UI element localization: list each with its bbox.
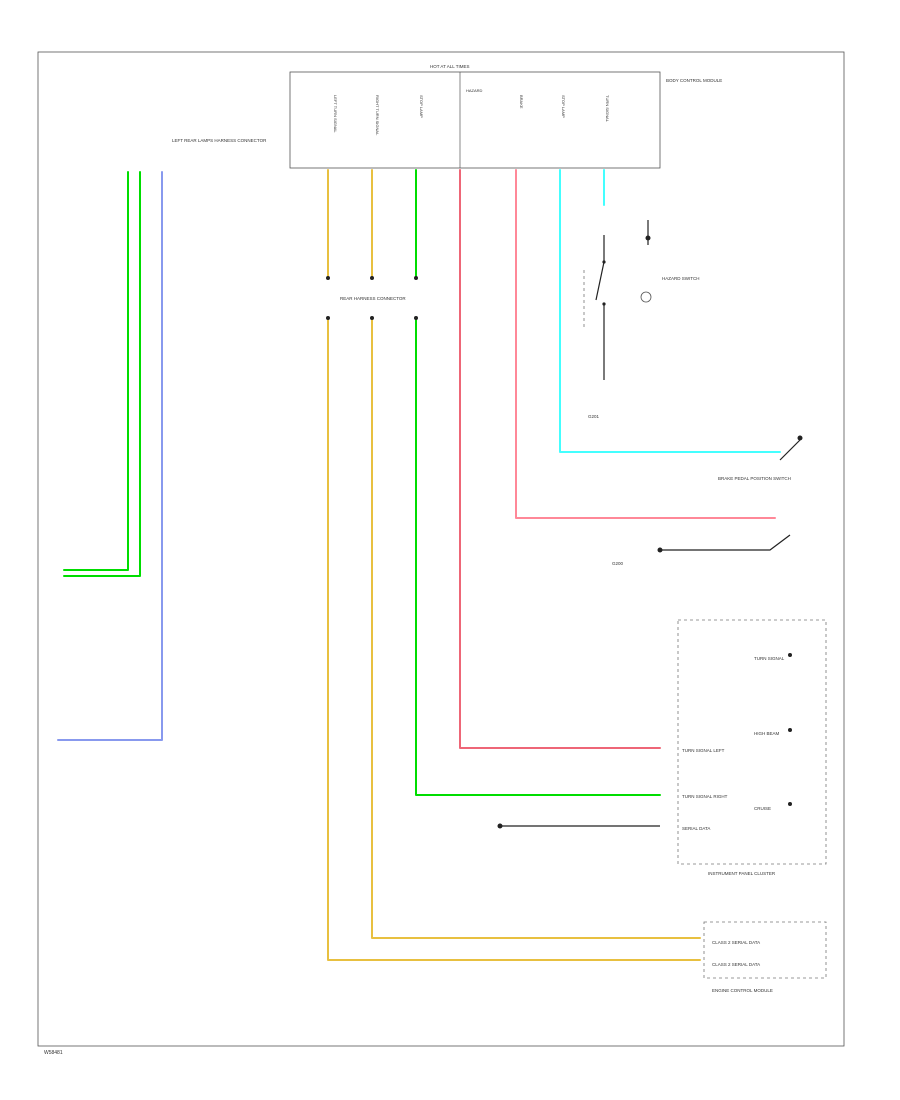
serial-data-dot xyxy=(497,823,503,829)
bcm-pin-1: LEFT TURN SIGNAL xyxy=(333,95,338,133)
ipc-item-1: TURN SIGNAL xyxy=(754,656,785,661)
ground-label-1: G201 xyxy=(588,414,600,419)
ipc-box xyxy=(677,619,827,865)
ecm-box xyxy=(703,921,827,979)
bcm-power-label: HOT AT ALL TIMES xyxy=(430,64,470,69)
brake-switch-contact xyxy=(779,439,801,461)
bcm-pin-3: STOP LAMP xyxy=(419,95,424,118)
ipc-title: INSTRUMENT PANEL CLUSTER xyxy=(708,871,776,876)
bcm-pin-4: BRAKE xyxy=(519,95,524,109)
wire-green-3 xyxy=(415,169,661,796)
ipc-items: TURN SIGNAL HIGH BEAM CRUISE TURN SIGNAL… xyxy=(682,653,792,831)
brake-switch-label: BRAKE PEDAL POSITION SWITCH xyxy=(718,476,791,481)
switch-dot xyxy=(602,260,606,264)
ipc-bulb-3 xyxy=(788,802,792,806)
switch-wire xyxy=(595,235,605,380)
splice-pin-1b xyxy=(326,316,330,320)
bcm-pin-labels: LEFT TURN SIGNAL RIGHT TURN SIGNAL STOP … xyxy=(333,88,610,136)
ipc-item-6: SERIAL DATA xyxy=(682,826,710,831)
ground-label-2: G200 xyxy=(612,561,624,566)
bcm-box xyxy=(289,71,661,169)
splice-pin-2a xyxy=(370,276,374,280)
hazard-switch-label: HAZARD SWITCH xyxy=(662,276,700,281)
rear-harness-connector: REAR HARNESS CONNECTOR xyxy=(326,276,418,320)
wire-green-1 xyxy=(63,171,129,571)
hazard-switch-top-dot xyxy=(645,235,651,241)
splice-pin-2b xyxy=(370,316,374,320)
ipc-item-3: CRUISE xyxy=(754,806,771,811)
wire-yellow-2 xyxy=(371,169,701,939)
brake-switch: BRAKE PEDAL POSITION SWITCH G200 xyxy=(612,435,803,566)
ecm-title: ENGINE CONTROL MODULE xyxy=(712,988,773,993)
bcm-pin-2: RIGHT TURN SIGNAL xyxy=(375,95,380,136)
bcm-pin-5: STOP LAMP xyxy=(561,95,566,118)
ecm-pin-2: CLASS 2 SERIAL DATA xyxy=(712,962,760,967)
wire-pink xyxy=(515,169,776,519)
page-frame xyxy=(37,51,845,1047)
switch-dot-2 xyxy=(602,302,606,306)
ipc-item-2: HIGH BEAM xyxy=(754,731,780,736)
splice-pin-1a xyxy=(326,276,330,280)
page-id: W58481 xyxy=(44,1050,63,1056)
left-connector-label: LEFT REAR LAMPS HARNESS CONNECTOR xyxy=(172,138,267,143)
switch-lamp-icon xyxy=(640,291,652,303)
splice-pin-3b xyxy=(414,316,418,320)
ecm-pin-1: CLASS 2 SERIAL DATA xyxy=(712,940,760,945)
wire-blue xyxy=(57,171,163,741)
brake-switch-dot xyxy=(797,435,803,441)
ipc-item-5: TURN SIGNAL RIGHT xyxy=(682,794,728,799)
splice-pin-3a xyxy=(414,276,418,280)
bcm-pin-6: TURN SIGNAL xyxy=(605,95,610,123)
hazard-switch: HAZARD SWITCH G201 xyxy=(583,220,700,419)
ipc-item-4: TURN SIGNAL LEFT xyxy=(682,748,725,753)
wire-green-2 xyxy=(63,171,141,577)
wire-red xyxy=(459,169,661,749)
wire-cyan xyxy=(559,169,781,453)
brake-wire-black xyxy=(660,534,791,551)
wire-yellow-1 xyxy=(327,169,701,961)
brake-ground-dot xyxy=(657,547,663,553)
splice-label: REAR HARNESS CONNECTOR xyxy=(340,296,406,301)
bcm-pin-7: HAZARD xyxy=(466,88,483,93)
ipc-bulb-2 xyxy=(788,728,792,732)
ipc-bulb-1 xyxy=(788,653,792,657)
bcm-title: BODY CONTROL MODULE xyxy=(666,78,722,83)
